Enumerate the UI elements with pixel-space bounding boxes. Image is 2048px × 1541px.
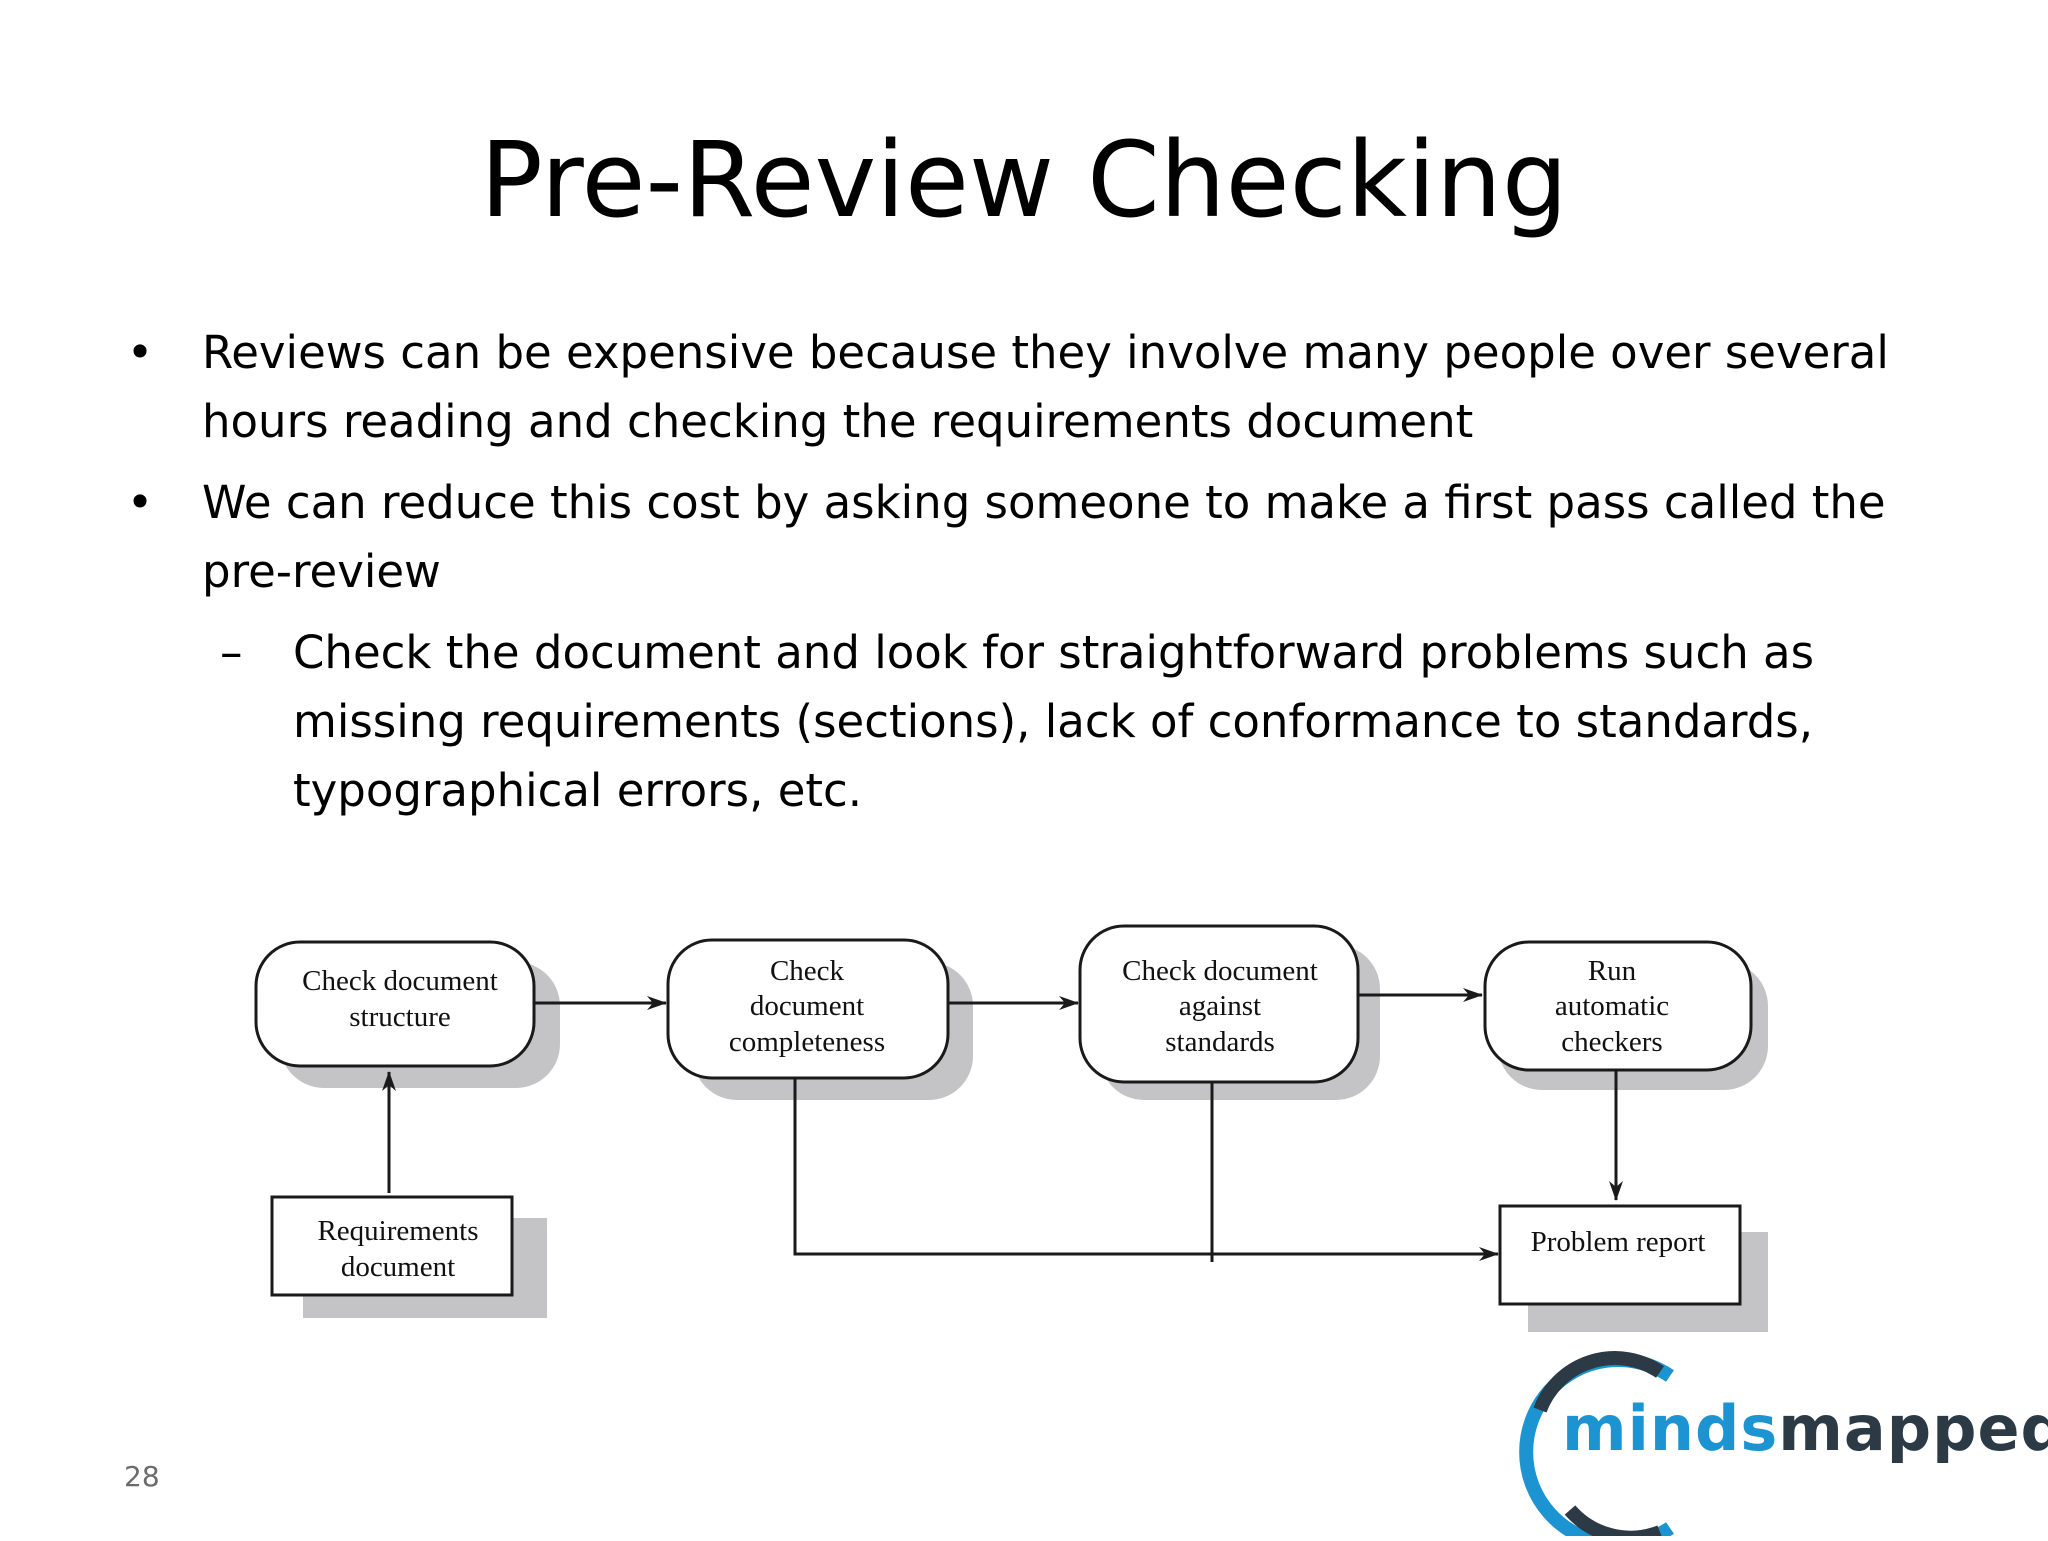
bullet-list: • Reviews can be expensive because they … bbox=[120, 318, 1980, 837]
node-label-line: standards bbox=[1165, 1026, 1275, 1058]
page-number: 28 bbox=[124, 1460, 160, 1493]
node-label-line: Check bbox=[770, 955, 845, 987]
node-label-line: automatic bbox=[1555, 990, 1669, 1022]
node-label-line: document bbox=[750, 990, 864, 1022]
bullet-marker: • bbox=[126, 476, 154, 529]
line-completeness-to-report bbox=[793, 1075, 1499, 1261]
bullet-item: • We can reduce this cost by asking some… bbox=[120, 468, 1980, 606]
mindsmapped-logo: mindsmapped bbox=[1510, 1350, 2048, 1541]
node-label-line: checkers bbox=[1561, 1026, 1662, 1058]
bullet-text: We can reduce this cost by asking someon… bbox=[202, 476, 1886, 598]
logo-ring-icon bbox=[1519, 1351, 1674, 1541]
node-check-completeness: Check document completeness bbox=[666, 938, 950, 1080]
bullet-item: • Reviews can be expensive because they … bbox=[120, 318, 1980, 456]
node-check-structure: Check document structure bbox=[254, 940, 536, 1068]
node-check-standards: Check document against standards bbox=[1078, 924, 1360, 1084]
sub-bullet-marker: – bbox=[220, 626, 243, 679]
node-run-checkers: Run automatic checkers bbox=[1483, 940, 1753, 1072]
bullet-text: Reviews can be expensive because they in… bbox=[202, 326, 1889, 448]
node-label-line: structure bbox=[349, 1001, 450, 1033]
sub-bullet-text: Check the document and look for straight… bbox=[293, 626, 1815, 817]
process-diagram: Check document structure Check document … bbox=[254, 924, 1768, 1332]
logo-text-mapped: mapped bbox=[1778, 1392, 2048, 1465]
node-requirements-document: Requirements document bbox=[270, 1195, 514, 1297]
diagram-connectors bbox=[382, 988, 1623, 1262]
node-label-line: against bbox=[1179, 990, 1261, 1022]
node-problem-report: Problem report bbox=[1498, 1204, 1742, 1306]
sub-bullet-item: – Check the document and look for straig… bbox=[120, 618, 1980, 825]
node-label-line: document bbox=[341, 1251, 455, 1283]
node-label-line: Check document bbox=[1122, 955, 1318, 987]
bullet-marker: • bbox=[126, 326, 154, 379]
logo-wordmark: mindsmapped bbox=[1562, 1392, 2048, 1465]
node-label-line: Requirements bbox=[317, 1215, 478, 1247]
node-label-line: Problem report bbox=[1531, 1226, 1706, 1258]
node-label-line: Check document bbox=[302, 965, 498, 997]
slide-title: Pre-Review Checking bbox=[480, 119, 1568, 241]
node-label-line: Run bbox=[1588, 955, 1637, 987]
logo-text-minds: minds bbox=[1562, 1392, 1779, 1465]
node-label-line: completeness bbox=[729, 1026, 885, 1058]
